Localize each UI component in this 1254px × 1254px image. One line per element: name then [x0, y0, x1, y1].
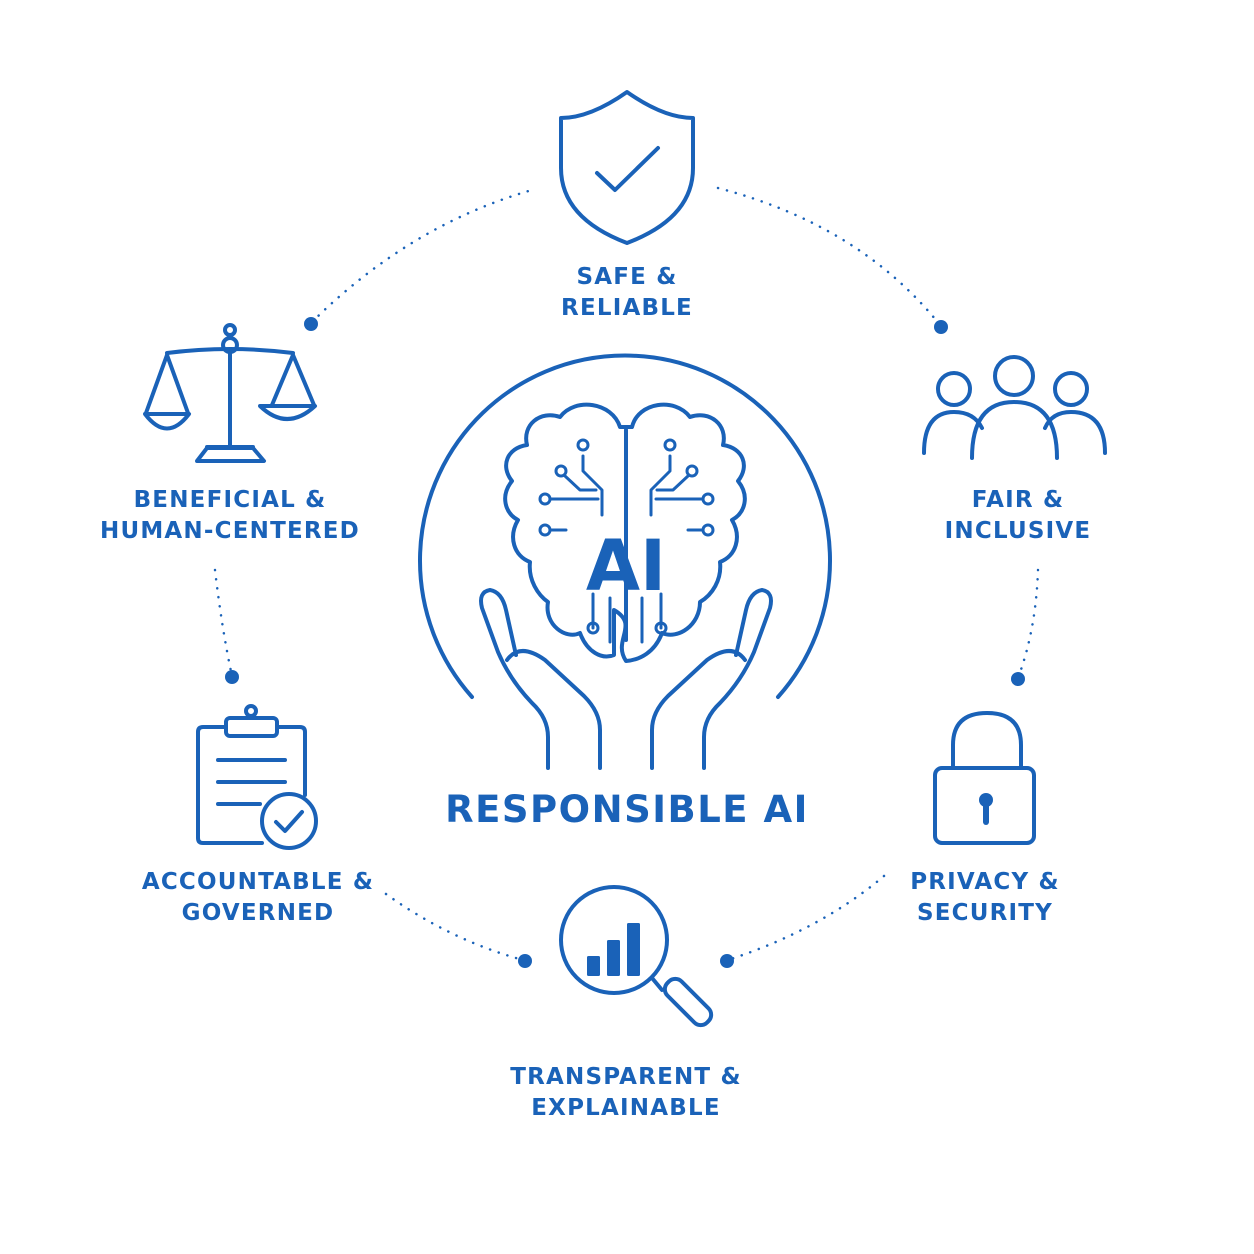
- connector-fair-privacy: [1016, 568, 1040, 680]
- connector-dot: [518, 954, 532, 968]
- padlock-icon: [933, 711, 1036, 845]
- label-line: ACCOUNTABLE &: [141, 869, 375, 895]
- label-line: HUMAN-CENTERED: [100, 518, 360, 544]
- circuit-traces: [538, 438, 715, 644]
- connector-privacy-transparent: [726, 874, 886, 962]
- label-line: TRANSPARENT &: [510, 1064, 742, 1090]
- label-privacy-security: PRIVACY & SECURITY: [885, 867, 1085, 929]
- label-safe-reliable: SAFE & RELIABLE: [532, 262, 722, 324]
- connector-dot: [934, 320, 948, 334]
- label-line: SAFE &: [576, 264, 678, 290]
- emblem-arc: [418, 353, 832, 699]
- label-line: EXPLAINABLE: [531, 1095, 721, 1121]
- label-transparent-explainable: TRANSPARENT & EXPLAINABLE: [496, 1062, 756, 1124]
- connector-accountable-transparent: [384, 892, 525, 962]
- connector-dot: [304, 317, 318, 331]
- label-line: INCLUSIVE: [944, 518, 1092, 544]
- label-line: SECURITY: [916, 900, 1054, 926]
- label-line: PRIVACY &: [910, 869, 1060, 895]
- connector-safe-fair: [716, 186, 942, 327]
- shield-check-icon: [559, 90, 695, 245]
- people-group-icon: [922, 355, 1107, 460]
- label-accountable-governed: ACCOUNTABLE & GOVERNED: [128, 867, 388, 929]
- connector-dot: [1011, 672, 1025, 686]
- ai-badge-text: AI: [586, 525, 666, 607]
- center-title: RESPONSIBLE AI: [445, 788, 809, 831]
- connector-beneficial-accountable: [213, 568, 234, 678]
- label-fair-inclusive: FAIR & INCLUSIVE: [918, 485, 1118, 547]
- label-line: RELIABLE: [561, 295, 693, 321]
- label-line: GOVERNED: [181, 900, 335, 926]
- hands-icon: [479, 588, 773, 770]
- clipboard-check-icon: [196, 704, 318, 850]
- magnifier-chart-icon: [559, 885, 714, 1028]
- connector-dots: [225, 317, 1025, 968]
- responsible-ai-emblem: AI: [418, 353, 832, 770]
- connector-lines: [213, 186, 1040, 962]
- connector-dot: [720, 954, 734, 968]
- balance-scale-icon: [143, 323, 317, 463]
- label-line: FAIR &: [971, 487, 1065, 513]
- label-line: BENEFICIAL &: [133, 487, 327, 513]
- connector-dot: [225, 670, 239, 684]
- label-beneficial-human-centered: BENEFICIAL & HUMAN-CENTERED: [100, 485, 360, 547]
- connector-beneficial-safe: [310, 188, 534, 324]
